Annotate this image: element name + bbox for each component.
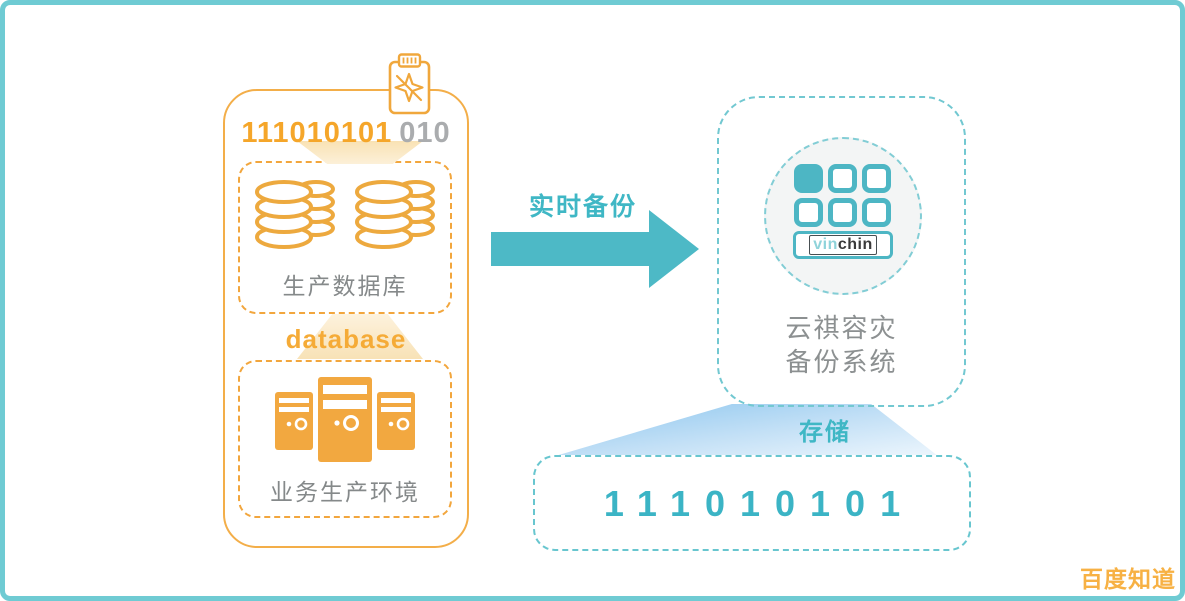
wordmark-vin: vin: [813, 236, 838, 253]
storage-box: 111010101: [533, 455, 971, 551]
glow-shape-top: [297, 141, 423, 164]
database-tag: database: [285, 324, 407, 354]
arrow-right-icon: [491, 210, 699, 288]
database-coins-icon: [255, 180, 335, 249]
logo-square: [794, 198, 823, 227]
wordmark-chin: chin: [837, 236, 873, 253]
clipboard-sparkle-slash-icon: [388, 53, 431, 115]
logo-square: [828, 198, 857, 227]
logo-square: [862, 164, 891, 193]
database-coins-icon: [355, 180, 435, 249]
title-line-2: 备份系统: [785, 347, 898, 377]
binary-orange-part: 111010101: [241, 117, 393, 149]
storage-label: 存储: [799, 419, 851, 446]
backup-arrow-label: 实时备份: [528, 193, 637, 221]
title-line-1: 云祺容灾: [785, 313, 898, 343]
vinchin-grid-logo: [794, 164, 893, 227]
binary-gray-part: 010: [399, 117, 451, 149]
vinchin-system-box: [717, 96, 966, 407]
environment-group-box: [238, 360, 452, 518]
database-group-label: 生产数据库: [282, 273, 408, 299]
storage-binary-text: 111010101: [603, 483, 916, 524]
logo-square: [862, 198, 891, 227]
baidu-zhidao-watermark: 百度知道: [1080, 566, 1176, 592]
vinchin-system-title: 云祺容灾 备份系统: [717, 311, 966, 379]
logo-square-filled: [794, 164, 823, 193]
server-towers-icon: [275, 377, 415, 462]
production-outer-box: [223, 89, 469, 548]
storage-funnel-shape: [555, 404, 938, 456]
environment-group-label: 业务生产环境: [270, 479, 420, 505]
logo-square: [828, 164, 857, 193]
